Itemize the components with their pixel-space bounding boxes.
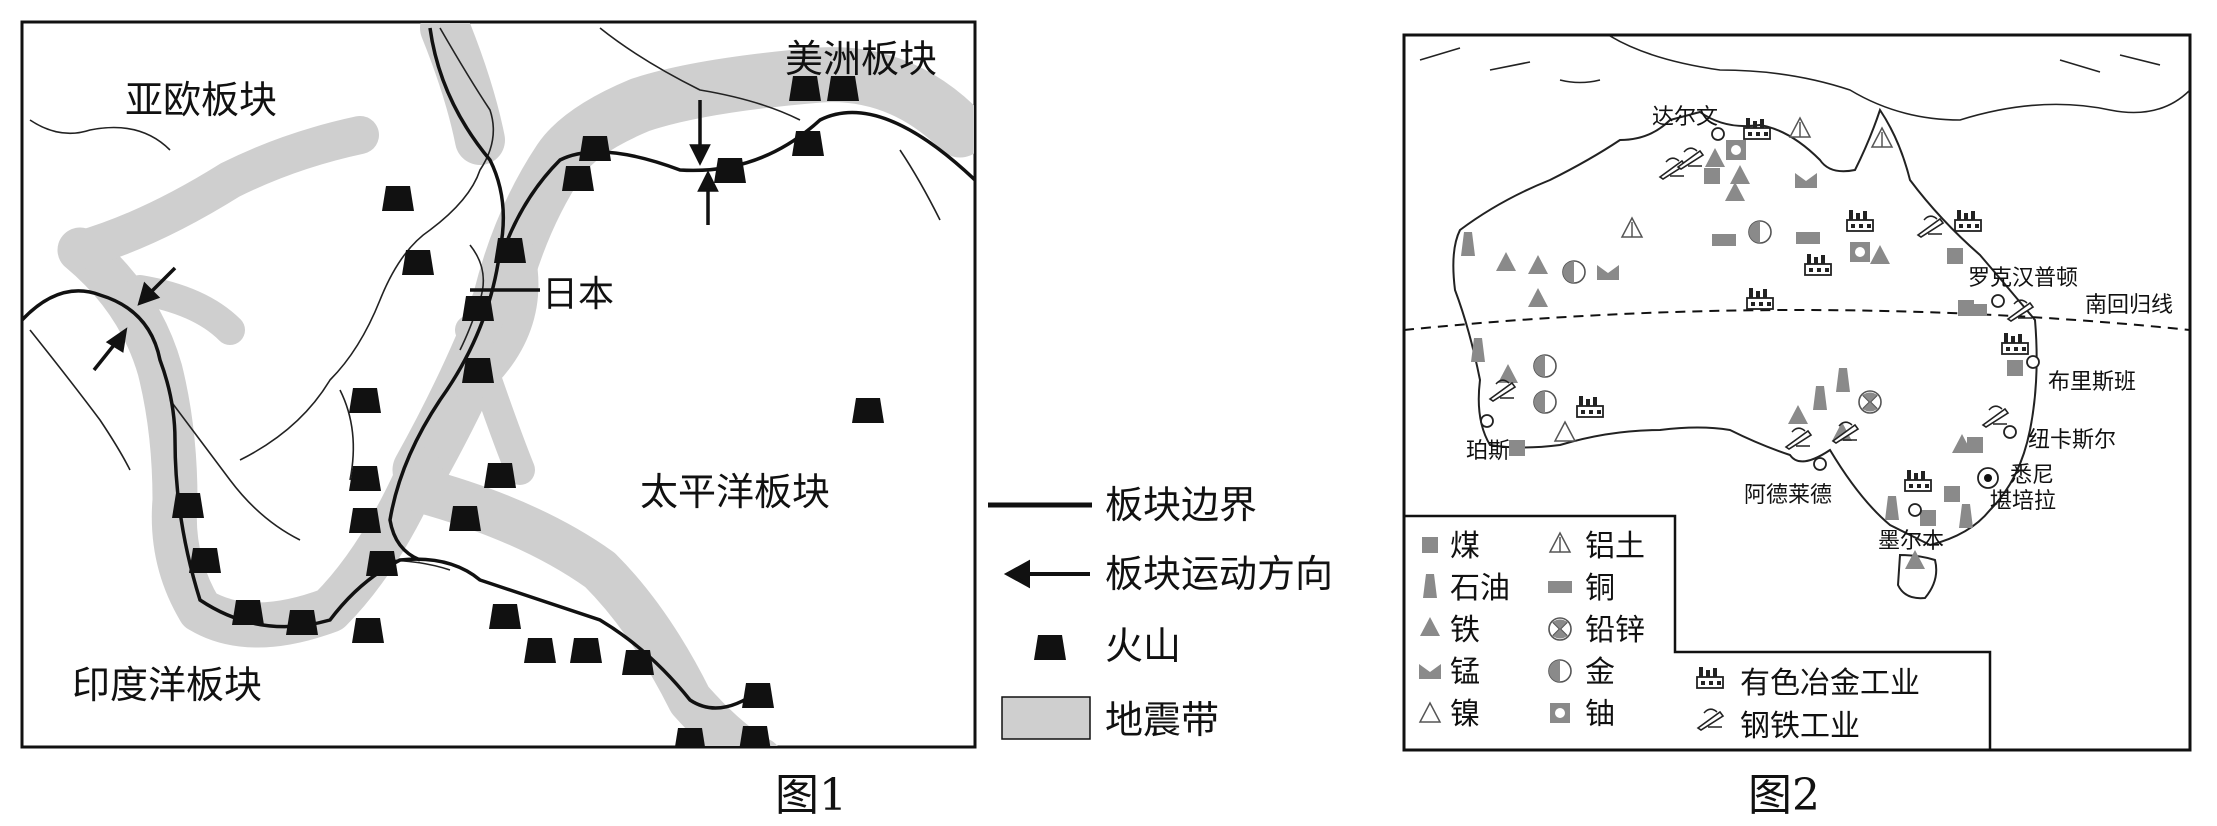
legend-label: 煤 [1450,529,1480,564]
legend-label: 石油 [1450,571,1510,606]
gold-icon [1548,659,1572,683]
legend-label: 金 [1585,655,1615,690]
city-rockhampton: 罗克汉普顿 [1968,266,2078,291]
seismic-belt-icon [1001,696,1091,740]
islands [1419,47,2161,84]
legend-label: 铀 [1585,697,1615,732]
legend-label: 镍 [1450,697,1480,732]
figure1-caption: 图1 [775,770,847,821]
canberra-dot [1984,474,1992,482]
movement-arrow-icon [1003,559,1090,589]
volcano-icon [1034,635,1066,660]
legend-label: 地震带 [1105,698,1219,742]
new-guinea-coast [1609,36,2189,121]
lead-zinc-icon [1548,617,1572,641]
city-adelaide: 阿德莱德 [1744,483,1832,508]
legend-label: 板块边界 [1105,483,1257,527]
legend-label: 铁 [1450,613,1480,648]
city-perth: 珀斯 [1466,439,1510,464]
figure2-caption: 图2 [1748,770,1820,821]
pacific-plate-label: 太平洋板块 [640,470,830,514]
city-sydney: 悉尼 [2010,463,2054,488]
indian-plate-label: 印度洋板块 [72,663,262,707]
coastline [29,27,941,571]
tropic-of-capricorn [1403,309,2191,331]
figure2-map: 达尔文 罗克汉普顿 南回归线 布里斯班 纽卡斯尔 悉尼 堪培拉 墨尔本 阿德莱德… [1402,33,2192,821]
city-darwin: 达尔文 [1652,105,1718,130]
uranium-icon [1550,703,1570,723]
legend-label: 铅锌 [1585,613,1645,648]
legend-label: 锰 [1450,655,1480,690]
city-brisbane: 布里斯班 [2048,370,2136,395]
japan-label: 日本 [542,274,614,315]
tropic-label: 南回归线 [2085,293,2173,318]
city-newcastle: 纽卡斯尔 [2028,428,2116,453]
figure1-map: 亚欧板块 美洲板块 太平洋板块 印度洋板块 日本 图1 板块边界 板块运动方向 … [20,20,1333,821]
figure1-legend: 板块边界 板块运动方向 火山 地震带 [988,483,1333,742]
legend-label: 火山 [1105,624,1181,668]
city-canberra: 堪培拉 [1990,489,2056,514]
movement-arrows [92,100,719,372]
legend-label: 铜 [1585,571,1615,606]
copper-icon [1548,581,1572,593]
legend-label: 板块运动方向 [1105,552,1333,596]
america-plate-label: 美洲板块 [785,37,937,81]
eurasia-plate-label: 亚欧板块 [125,78,277,122]
coal-icon [1422,537,1438,553]
australia-coast [1452,107,2038,547]
figure2-legend: 煤 石油 铁 锰 镍 铝土 铜 铅锌 金 铀 有色冶金工业 钢铁工业 [1404,514,1992,750]
legend-label: 铝土 [1585,529,1645,564]
seismic-belt [57,23,974,746]
legend-label: 有色冶金工业 [1740,666,1920,701]
city-melbourne: 墨尔本 [1878,529,1944,554]
legend-label: 钢铁工业 [1740,709,1860,744]
